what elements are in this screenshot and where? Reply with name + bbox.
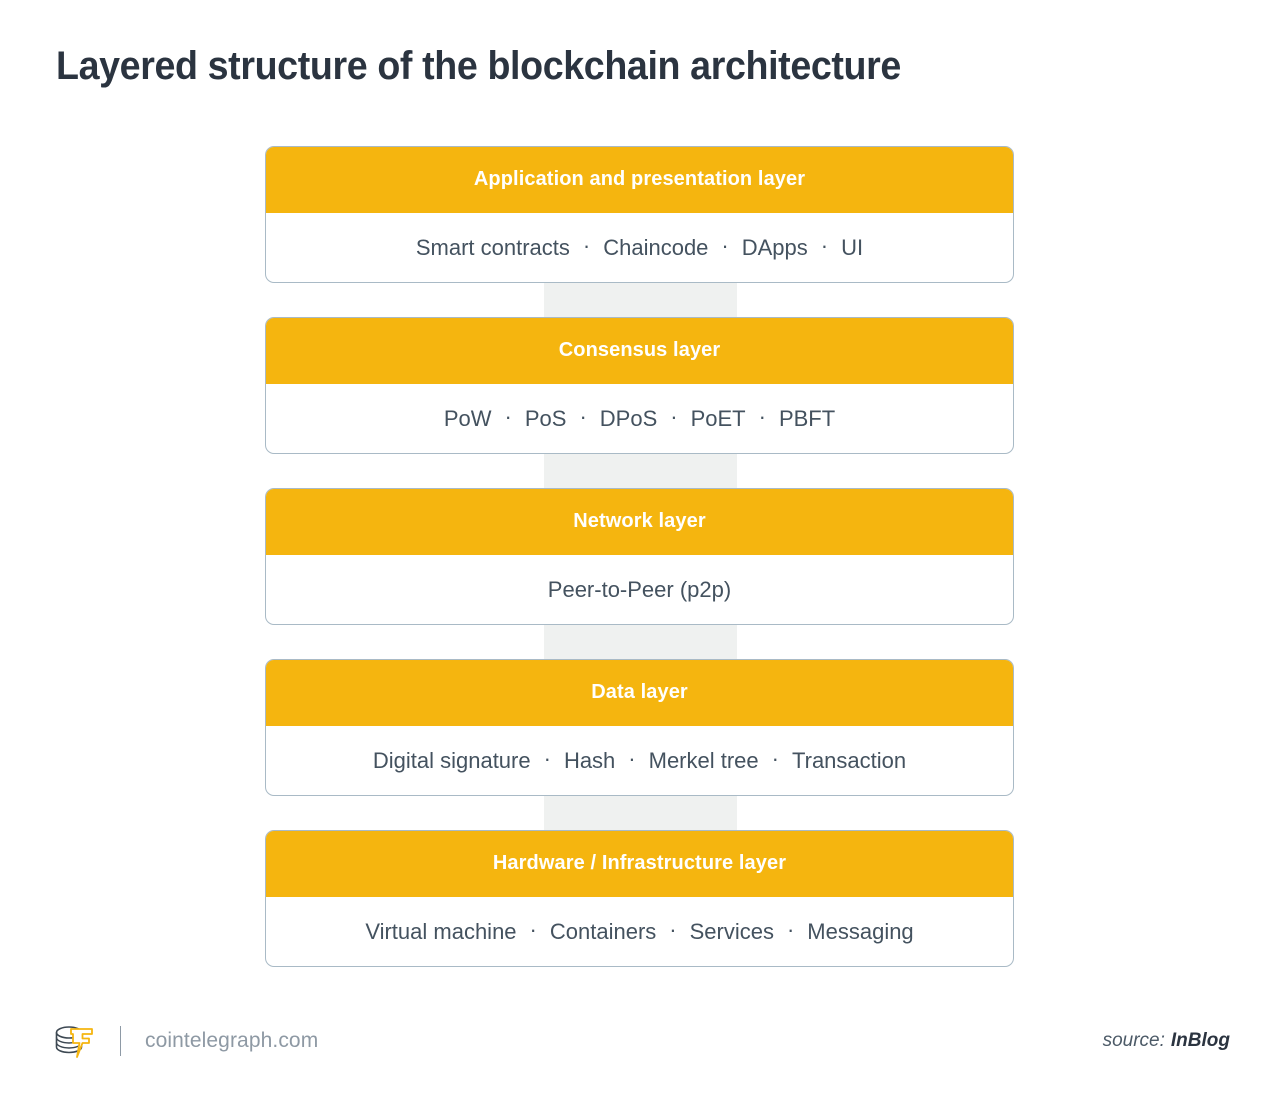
- footer-brand: cointelegraph.com: [52, 1010, 318, 1072]
- layer-item: Merkel tree: [648, 747, 759, 773]
- item-separator: ·: [628, 745, 636, 771]
- layer-item: UI: [841, 234, 864, 260]
- item-separator: ·: [771, 745, 779, 771]
- item-separator: ·: [543, 745, 551, 771]
- layer-item: Smart contracts: [415, 234, 570, 260]
- layer-item: Digital signature: [372, 747, 531, 773]
- layer-body: Smart contracts · Chaincode · DApps · UI: [266, 213, 1013, 282]
- layer-header: Consensus layer: [266, 318, 1013, 384]
- item-separator: ·: [721, 232, 729, 258]
- footer-divider: [120, 1026, 121, 1056]
- footer: cointelegraph.com source: InBlog: [0, 1010, 1280, 1072]
- layer-header: Application and presentation layer: [266, 147, 1013, 213]
- layer-header: Hardware / Infrastructure layer: [266, 831, 1013, 897]
- layer-header: Data layer: [266, 660, 1013, 726]
- layer-item: Chaincode: [603, 234, 709, 260]
- item-separator: ·: [820, 232, 829, 258]
- item-separator: ·: [582, 232, 591, 258]
- layer-item: Hash: [563, 747, 616, 773]
- item-separator: ·: [529, 916, 537, 942]
- source-attribution: source: InBlog: [1103, 1010, 1230, 1072]
- layer-body: Peer-to-Peer (p2p): [266, 555, 1013, 624]
- layer-item: Transaction: [792, 747, 907, 773]
- layer-item: Services: [689, 918, 774, 944]
- layer-header-label: Hardware / Infrastructure layer: [492, 852, 787, 874]
- layer-header-label: Application and presentation layer: [473, 168, 806, 190]
- item-separator: ·: [786, 916, 795, 942]
- layer-item: Containers: [549, 918, 657, 944]
- layer-item: Virtual machine: [365, 918, 517, 944]
- layer-body: PoW · PoS · DPoS · PoET · PBFT: [266, 384, 1013, 453]
- footer-site-label: cointelegraph.com: [145, 1029, 319, 1052]
- page-title: Layered structure of the blockchain arch…: [56, 44, 901, 88]
- layer-item: Peer-to-Peer (p2p): [547, 576, 732, 602]
- layer-item: DApps: [741, 234, 808, 260]
- item-separator: ·: [669, 916, 677, 942]
- item-separator: ·: [758, 403, 766, 429]
- item-separator: ·: [579, 403, 587, 429]
- layer-item: DPoS: [599, 405, 658, 431]
- layer-item: PoS: [524, 405, 567, 431]
- item-separator: ·: [504, 403, 512, 429]
- layer-body: Virtual machine · Containers · Services · Mess…: [266, 897, 1013, 966]
- item-separator: ·: [670, 403, 678, 429]
- layer-body: Digital signature · Hash · Merkel tree · Trans…: [266, 726, 1013, 795]
- layer-item: PBFT: [778, 405, 836, 431]
- layer-item: PoET: [690, 405, 746, 431]
- layer-item: PoW: [443, 405, 492, 431]
- layer-header-label: Network layer: [573, 510, 706, 532]
- layer-header-label: Consensus layer: [558, 339, 721, 361]
- layer-header: Network layer: [266, 489, 1013, 555]
- layer-item: Messaging: [807, 918, 914, 944]
- cointelegraph-logo-icon: [55, 1026, 93, 1058]
- layer-header-label: Data layer: [591, 681, 688, 703]
- source-name: InBlog: [1170, 1030, 1230, 1051]
- source-label: source:: [1102, 1030, 1165, 1051]
